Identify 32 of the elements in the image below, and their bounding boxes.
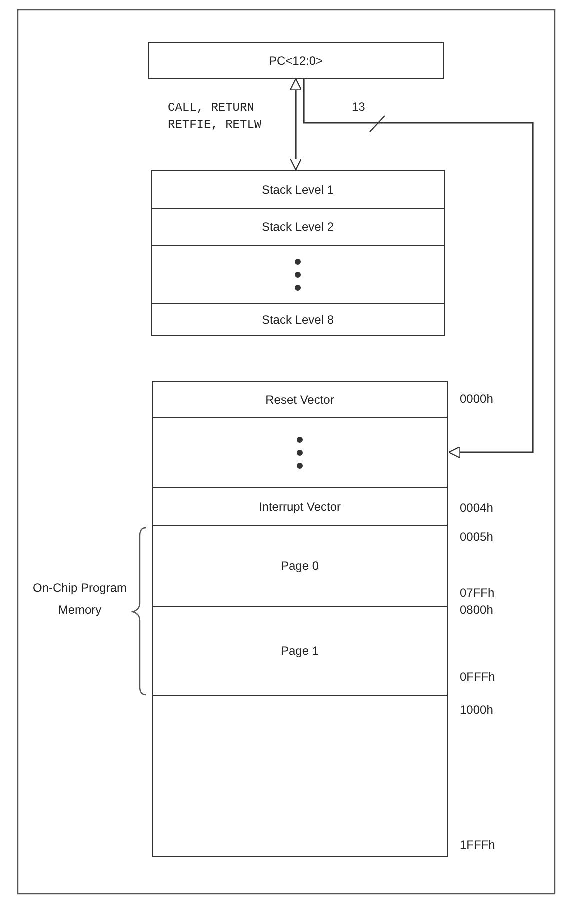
cell-label: Page 1 [280,644,320,658]
address-label: 0800h [460,603,494,617]
cell-label: PC<12:0> [268,54,324,68]
address-label: 07FFh [460,586,495,600]
address-label: 1000h [460,703,494,717]
memory-cell [152,525,448,607]
cell-label: Interrupt Vector [258,500,342,514]
memory-cell [152,381,448,418]
address-label: 0000h [460,392,494,406]
bus-arrow [303,79,534,459]
register-box [148,42,444,79]
double-arrow [290,78,302,171]
memory-cell [152,695,448,857]
stack-level-cell [151,170,445,209]
cell-label: Page 0 [280,559,320,573]
stack-level-cell [151,245,445,304]
address-label: 1FFFh [460,838,496,852]
cell-label: Stack Level 2 [262,220,334,234]
cell-label: Stack Level 1 [262,182,334,196]
address-label: 0004h [460,501,494,515]
edge-label: 13 [352,100,366,114]
memory-cell [152,487,448,526]
memory-cell [152,606,448,696]
edge-label: CALL, RETURN RETFIE, RETLW [168,100,263,134]
stack-level-cell [151,208,445,246]
address-label: 0005h [460,530,494,544]
region-label: On-Chip Program Memory [32,580,128,619]
cell-label: Reset Vector [266,392,334,406]
memory-cell [152,417,448,488]
cell-label: Stack Level 8 [262,312,334,326]
address-label: 0FFFh [460,670,496,684]
stack-level-cell [151,303,445,336]
